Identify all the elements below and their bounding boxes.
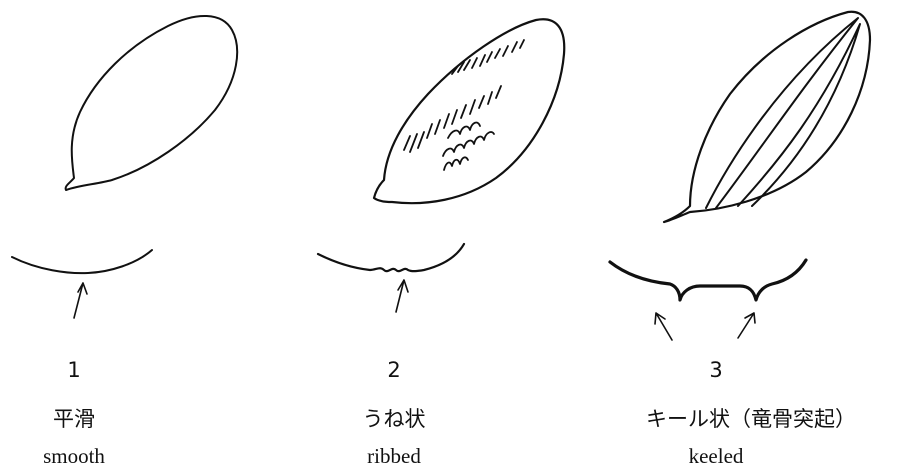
panel-1-smooth bbox=[11, 14, 239, 319]
keel-ridge-1 bbox=[705, 17, 859, 209]
keel-ridge-2 bbox=[737, 23, 861, 207]
panel-2-number: 2 bbox=[387, 358, 401, 382]
panel-1-label-en: smooth bbox=[43, 444, 105, 468]
seed-outline-ribbed bbox=[372, 18, 566, 205]
arrow-keeled-left bbox=[654, 312, 673, 341]
cross-section-ribbed bbox=[316, 242, 466, 273]
panel-2-label-en: ribbed bbox=[367, 444, 421, 468]
arrow-smooth bbox=[73, 282, 88, 319]
seed-outline-smooth bbox=[64, 14, 239, 191]
panel-1-number: 1 bbox=[67, 358, 81, 382]
panel-2-label-ja: うね状 bbox=[362, 407, 426, 431]
panel-2-ribbed bbox=[316, 18, 566, 313]
rib-scribbles bbox=[403, 39, 525, 171]
panel-3-label-en: keeled bbox=[688, 444, 744, 468]
panel-3-label-ja: キール状（竜骨突起） bbox=[646, 407, 856, 431]
panel-3-number: 3 bbox=[709, 358, 723, 382]
arrow-keeled-right bbox=[737, 312, 756, 339]
cross-section-smooth bbox=[11, 249, 153, 275]
panel-3-keeled bbox=[608, 10, 872, 341]
arrow-ribbed bbox=[395, 279, 409, 313]
seed-outline-keeled bbox=[662, 10, 872, 224]
panel-1-label-ja: 平滑 bbox=[53, 407, 95, 431]
cross-section-keeled bbox=[608, 258, 808, 302]
